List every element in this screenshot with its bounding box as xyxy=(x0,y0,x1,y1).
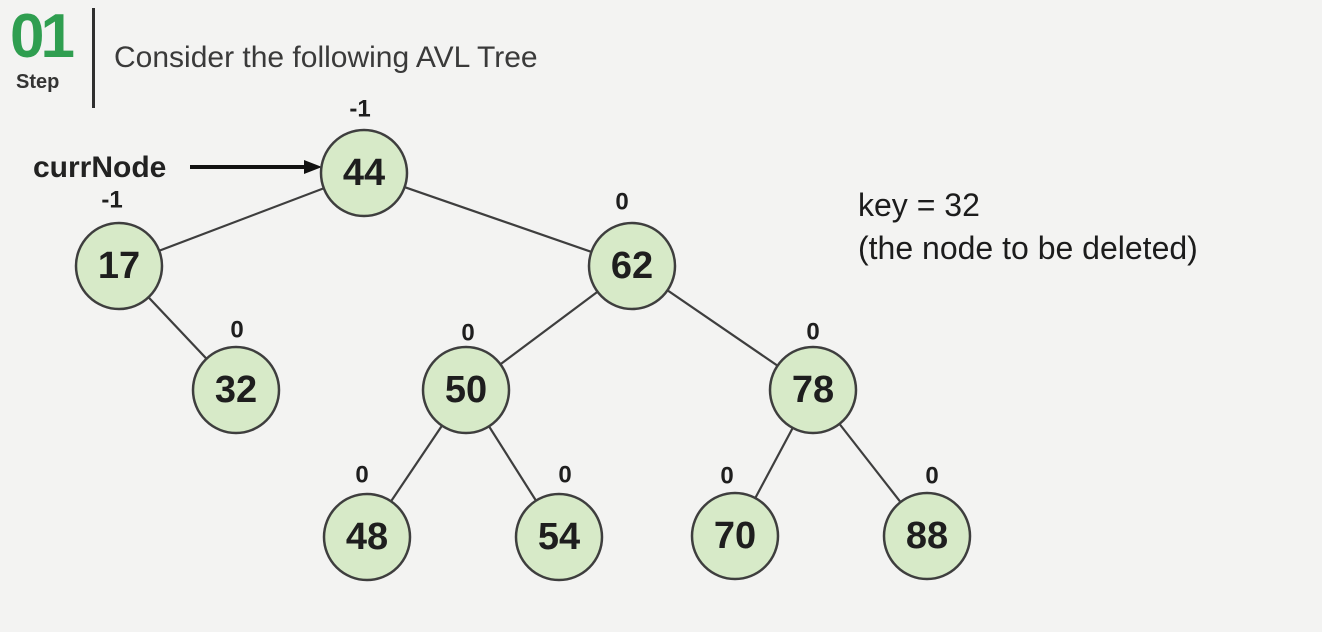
node-value-88: 88 xyxy=(906,515,948,557)
balance-factor-54: 0 xyxy=(558,462,571,489)
node-circle-48 xyxy=(322,492,412,582)
balance-factor-78: 0 xyxy=(806,319,819,346)
tree-node-54: 54 0 xyxy=(514,462,604,582)
header-divider xyxy=(92,8,95,108)
tree-node-62: 62 0 xyxy=(587,189,677,311)
node-value-54: 54 xyxy=(538,516,580,558)
tree-node-17: 17 -1 xyxy=(74,187,164,311)
node-circle-70 xyxy=(690,491,780,581)
key-annotation-line1: key = 32 xyxy=(858,187,980,223)
currnode-pointer-label: currNode xyxy=(33,151,167,184)
balance-factor-62: 0 xyxy=(615,189,628,216)
edge-44-62 xyxy=(363,171,633,268)
step-label: Step xyxy=(16,71,60,93)
balance-factor-48: 0 xyxy=(355,462,368,489)
node-value-44: 44 xyxy=(343,152,385,194)
balance-factor-17: -1 xyxy=(101,187,122,214)
node-circle-44 xyxy=(319,128,409,218)
key-annotation-line2: (the node to be deleted) xyxy=(858,230,1198,266)
node-circle-32 xyxy=(191,345,281,435)
tree-node-70: 70 0 xyxy=(690,463,780,581)
tree-node-48: 48 0 xyxy=(322,462,412,582)
balance-factor-88: 0 xyxy=(925,463,938,490)
node-circle-50 xyxy=(421,345,511,435)
tree-node-88: 88 0 xyxy=(882,463,972,581)
node-value-70: 70 xyxy=(714,515,756,557)
tree-nodes: 44 -1 17 -1 62 0 32 0 50 0 78 0 48 0 54 0 70 0 88 0 xyxy=(74,96,972,582)
balance-factor-70: 0 xyxy=(720,463,733,490)
node-value-78: 78 xyxy=(792,369,834,411)
balance-factor-44: -1 xyxy=(349,96,370,123)
node-value-48: 48 xyxy=(346,516,388,558)
node-value-62: 62 xyxy=(611,245,653,287)
key-annotation: key = 32 (the node to be deleted) xyxy=(858,184,1198,270)
node-circle-54 xyxy=(514,492,604,582)
tree-node-32: 32 0 xyxy=(191,317,281,435)
node-value-32: 32 xyxy=(215,369,257,411)
node-value-17: 17 xyxy=(98,245,140,287)
node-circle-17 xyxy=(74,221,164,311)
balance-factor-50: 0 xyxy=(461,320,474,347)
balance-factor-32: 0 xyxy=(230,317,243,344)
node-circle-78 xyxy=(768,345,858,435)
node-circle-88 xyxy=(882,491,972,581)
node-value-50: 50 xyxy=(445,369,487,411)
node-circle-62 xyxy=(587,221,677,311)
page-title: Consider the following AVL Tree xyxy=(114,41,538,74)
tree-node-44: 44 -1 xyxy=(319,96,409,218)
tree-node-50: 50 0 xyxy=(421,320,511,435)
tree-node-78: 78 0 xyxy=(768,319,858,435)
step-number: 01 xyxy=(10,2,75,71)
